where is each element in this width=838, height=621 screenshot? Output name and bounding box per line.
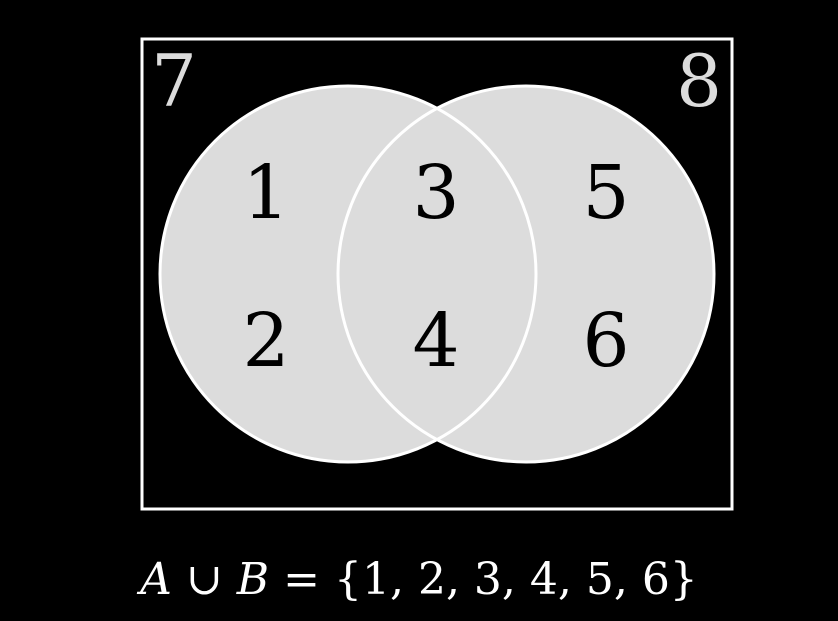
set-b-circle (336, 84, 716, 464)
formula-set-a: A (140, 554, 172, 605)
formula-union-symbol: ∪ (171, 554, 237, 605)
set-b-fill (338, 86, 714, 462)
b-only-element-5: 5 (582, 150, 629, 236)
formula-result-set: {1, 2, 3, 4, 5, 6} (333, 554, 698, 605)
intersection-element-4: 4 (412, 298, 459, 384)
outside-element-7: 7 (151, 39, 197, 123)
formula-set-b: B (236, 554, 270, 605)
outside-element-8: 8 (676, 39, 722, 123)
a-only-element-1: 1 (242, 150, 289, 236)
intersection-element-3: 3 (412, 150, 459, 236)
union-formula: A ∪ B = {1, 2, 3, 4, 5, 6} (0, 552, 838, 608)
set-a-circle (158, 84, 538, 464)
universe-rectangle (140, 37, 734, 511)
a-only-element-2: 2 (242, 298, 289, 384)
b-only-element-6: 6 (582, 298, 629, 384)
formula-equals: = (269, 554, 334, 605)
